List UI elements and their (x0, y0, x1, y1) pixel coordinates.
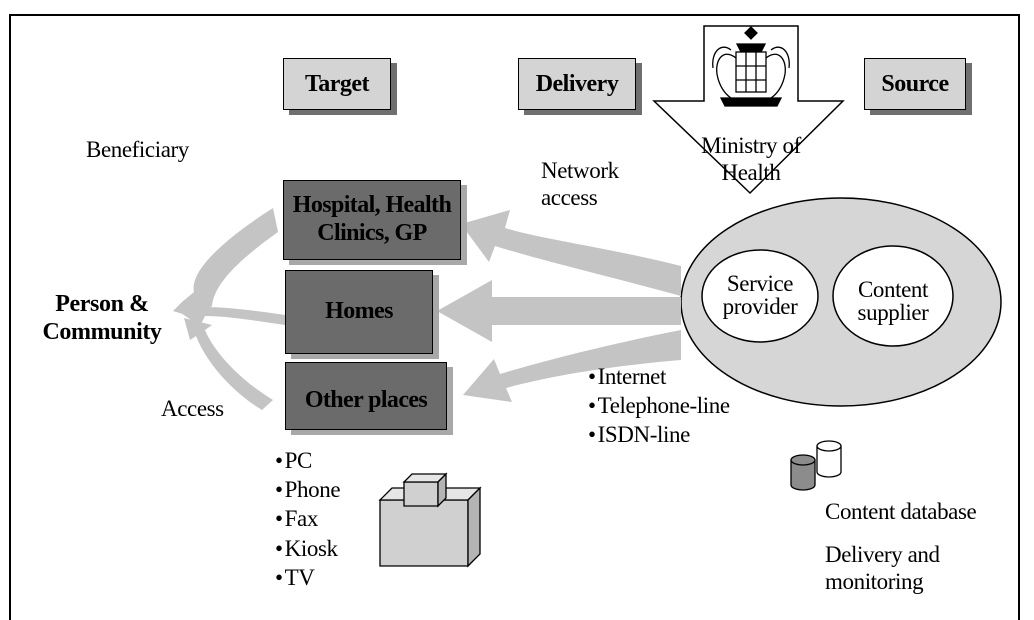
ministry-line1: Ministry of (701, 133, 801, 158)
ministry-down-arrow (652, 25, 845, 195)
access-label: Access (161, 396, 224, 421)
content-supplier-line1: Content (857, 277, 929, 302)
delivery-monitoring-label: Delivery and monitoring (825, 541, 940, 595)
device-list: PC Phone Fax Kiosk TV (275, 446, 341, 592)
person-community-line1: Person & (55, 291, 149, 317)
person-community-line2: Community (42, 319, 162, 346)
other-places-box: Other places (285, 362, 447, 430)
homes-box: Homes (285, 270, 433, 354)
hospital-label-line2: Clinics, GP (317, 220, 427, 246)
network-list: Internet Telephone-line ISDN-line (588, 362, 730, 450)
device-item-fax: Fax (275, 504, 340, 533)
access-arcs-to-person (173, 208, 285, 410)
database-cylinders-icon (790, 440, 842, 491)
network-item-isdn: ISDN-line (588, 420, 730, 449)
network-access-label: Network access (541, 157, 619, 211)
content-database-label: Content database (825, 499, 977, 524)
target-header: Target (283, 58, 391, 110)
device-item-pc: PC (275, 446, 340, 475)
service-provider-line1: Service (726, 271, 794, 296)
ministry-crest-icon (712, 26, 790, 107)
computer-boxes-icon (378, 472, 482, 568)
service-provider-line2: provider (722, 294, 798, 319)
content-supplier-label: Content supplier (838, 278, 948, 324)
diagram-frame (9, 14, 1020, 620)
device-item-phone: Phone (275, 475, 341, 504)
hospital-label-line1: Hospital, Health (292, 192, 452, 219)
service-provider-label: Service provider (705, 272, 815, 318)
content-supplier-line2: supplier (857, 300, 929, 325)
delivery-monitoring-line2: monitoring (825, 569, 924, 595)
ministry-line2: Health (721, 160, 781, 186)
content-supplier-ellipse (832, 245, 954, 347)
ministry-label: Ministry of Health (697, 132, 805, 186)
arrow-to-other (463, 330, 681, 402)
device-item-tv: TV (275, 563, 340, 592)
delivery-monitoring-line1: Delivery and (825, 542, 940, 567)
delivery-header: Delivery (518, 58, 636, 110)
network-item-internet: Internet (588, 362, 730, 391)
arrow-to-homes (437, 280, 681, 342)
person-community-label: Person & Community (40, 290, 164, 347)
network-item-telephone: Telephone-line (588, 391, 730, 420)
network-access-line2: access (541, 185, 598, 211)
device-item-kiosk: Kiosk (275, 534, 340, 563)
arrow-to-hospital (461, 210, 681, 296)
source-header: Source (864, 58, 966, 110)
beneficiary-label: Beneficiary (86, 137, 189, 162)
hospital-box: Hospital, Health Clinics, GP (283, 180, 461, 260)
network-access-line1: Network (541, 158, 619, 183)
service-provider-ellipse (701, 249, 819, 343)
